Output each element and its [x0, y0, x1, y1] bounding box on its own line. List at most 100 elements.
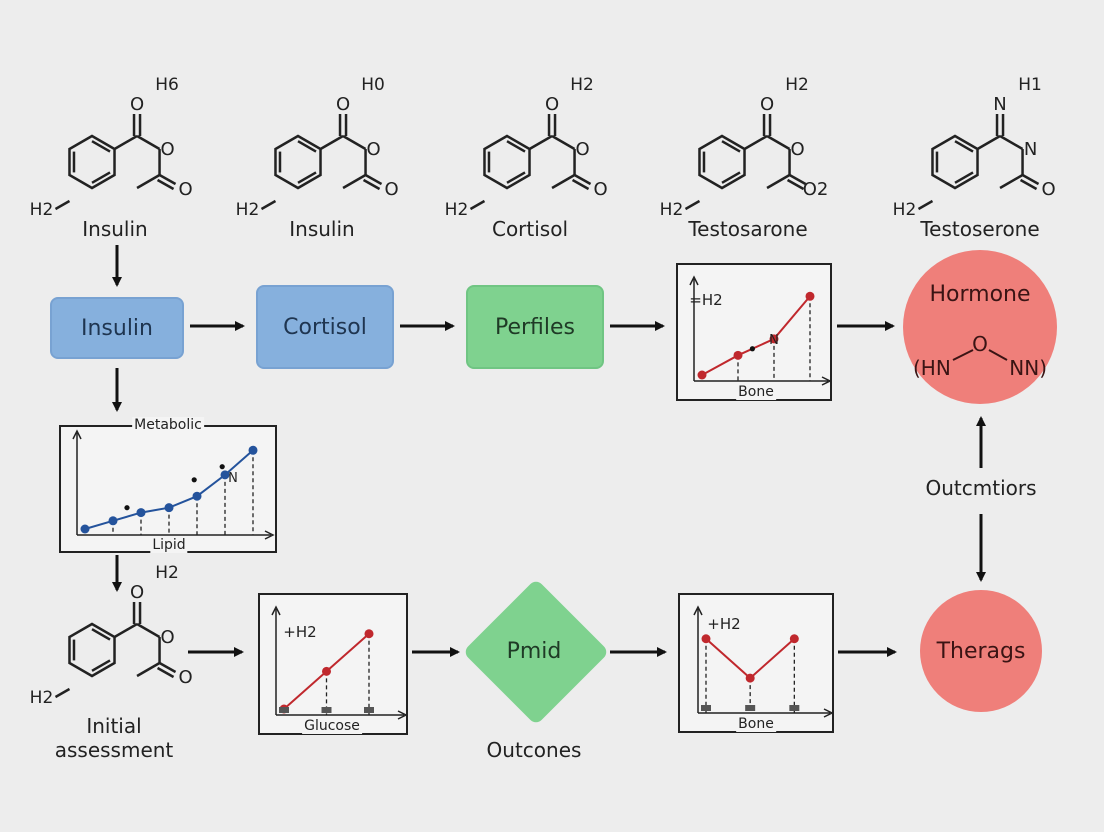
molecule-label-testosarone: Testosarone: [688, 217, 808, 241]
bone_bottom-base-marker-2: [789, 705, 800, 711]
molecule-2-carbonyl-atom: O: [545, 94, 559, 115]
molecule-3-carbonyl-atom: O: [760, 94, 774, 115]
hormone-top-atom: O: [972, 332, 988, 356]
insulin-box[interactable]: Insulin: [50, 297, 184, 359]
metabolic-point-6: [248, 445, 258, 455]
molecule-1-top-group: H0: [361, 75, 385, 95]
bone-bottom-xlabel: Bone: [736, 716, 776, 732]
molecule-0-ring-atom: O: [160, 139, 174, 160]
molecule-initial-side-atom: O: [178, 667, 192, 688]
bone_bottom-series-line: [705, 638, 795, 680]
cortisol-box[interactable]: Cortisol: [256, 285, 394, 369]
hormone-left-group: (HN: [913, 356, 951, 380]
outcomes-label: Outcmtiors: [925, 476, 1037, 500]
metabolic-point-1: [108, 516, 118, 526]
molecule-0-top-group: H6: [155, 75, 179, 95]
molecule-4-carbonyl-atom: N: [993, 94, 1006, 115]
metabolic-point-4: [192, 491, 202, 501]
glucose-xlabel: Glucose: [302, 718, 362, 734]
molecule-label-testoserone: Testoserone: [920, 217, 1040, 241]
molecule-2-base-group: H2: [445, 200, 469, 220]
metabolic-point-3: [164, 503, 174, 513]
molecule-3: [684, 114, 807, 211]
glucose-base-marker-0: [279, 707, 289, 713]
molecule-1-base-group: H2: [236, 200, 260, 220]
molecule-3-top-group: H2: [785, 75, 809, 95]
molecule-2: [469, 114, 592, 211]
bone-chart-bottom: Bone +H2: [678, 593, 834, 733]
hormone-circle[interactable]: Hormone O (HN NN): [903, 250, 1057, 404]
molecule-label-insulin-2: Insulin: [289, 217, 355, 241]
therags-circle[interactable]: Therags: [920, 590, 1042, 712]
metabolic-plot: [72, 429, 275, 540]
molecule-1-carbonyl-atom: O: [336, 94, 350, 115]
metabolic-marker-dot-1: [191, 477, 197, 483]
molecule-initial-ring-atom: O: [160, 627, 174, 648]
bone_top-point-0: [697, 370, 707, 380]
glucose-base-marker-2: [364, 707, 374, 713]
molecule-0: [54, 114, 177, 211]
molecule-4-side-atom: O: [1041, 179, 1055, 200]
outcones-label: Outcones: [486, 738, 582, 762]
bone-bottom-plot: [693, 605, 834, 718]
molecule-3-side-atom: O2: [803, 179, 829, 200]
bone-bottom-annotation: +H2: [707, 615, 741, 633]
metabolic-title: Metabolic: [132, 417, 204, 433]
metabolic-axes: [72, 429, 275, 540]
molecule-2-side-atom: O: [593, 179, 607, 200]
metabolic-chart: Metabolic Lipid N: [59, 417, 277, 553]
perfiles-box[interactable]: Perfiles: [466, 285, 604, 369]
glucose-point-1: [322, 666, 331, 676]
molecule-0-side-atom: O: [178, 179, 192, 200]
molecule-label-cortisol: Cortisol: [491, 217, 569, 241]
bone_bottom-base-marker-0: [701, 705, 711, 711]
molecule-0-carbonyl-atom: O: [130, 94, 144, 115]
bone_top-marker-dot-0: [749, 346, 755, 352]
metabolic-xlabel: Lipid: [150, 537, 188, 553]
molecule-2-top-group: H2: [570, 75, 594, 95]
molecule-initial-base-group: H2: [30, 688, 54, 708]
bone_top-axes: [689, 275, 832, 386]
bone_top-point-2: [769, 334, 779, 344]
molecule-initial: [54, 602, 177, 699]
molecule-1-side-atom: O: [384, 179, 398, 200]
bone_bottom-point-2: [789, 634, 799, 644]
glucose-annotation: +H2: [283, 623, 317, 641]
glucose-point-2: [364, 629, 374, 639]
bone-chart-top: Bone =H2 N: [676, 263, 832, 401]
molecule-4-base-group: H2: [893, 200, 917, 220]
bone_top-point-3: [805, 291, 815, 301]
bone-top-point-marker: N: [769, 333, 779, 348]
molecule-3-base-group: H2: [660, 200, 684, 220]
molecule-1: [260, 114, 383, 211]
metabolic-marker-dot-0: [124, 505, 130, 511]
bone_bottom-base-marker-1: [745, 705, 756, 711]
glucose-base-marker-1: [321, 707, 332, 713]
metabolic-point-0: [80, 524, 90, 534]
molecule-initial-carbonyl-atom: O: [130, 582, 144, 603]
molecule-label-insulin-1: Insulin: [82, 217, 148, 241]
molecule-initial-top-group: H2: [155, 563, 179, 583]
bone-top-annotation: =H2: [689, 291, 723, 309]
glucose-chart: Glucose +H2: [258, 593, 408, 735]
initial-assessment-label: Initial assessment: [54, 714, 174, 762]
hormone-right-group: NN): [1009, 356, 1047, 380]
molecule-4: [917, 114, 1040, 211]
metabolic-point-2: [136, 508, 146, 518]
metabolic-point-marker: N: [228, 471, 238, 486]
hormone-structure-icon: [952, 349, 1008, 361]
bone_top-series-line: [701, 295, 811, 376]
bone_top-point-1: [733, 350, 743, 360]
molecule-1-ring-atom: O: [366, 139, 380, 160]
molecule-2-ring-atom: O: [575, 139, 589, 160]
glucose-plot: [271, 605, 408, 720]
molecule-4-top-group: H1: [1018, 75, 1042, 95]
pmid-label: Pmid: [506, 639, 562, 664]
metabolic-point-5: [220, 470, 230, 480]
molecule-0-base-group: H2: [30, 200, 54, 220]
metabolic-marker-dot-2: [219, 464, 225, 470]
bone_bottom-point-0: [701, 634, 711, 644]
